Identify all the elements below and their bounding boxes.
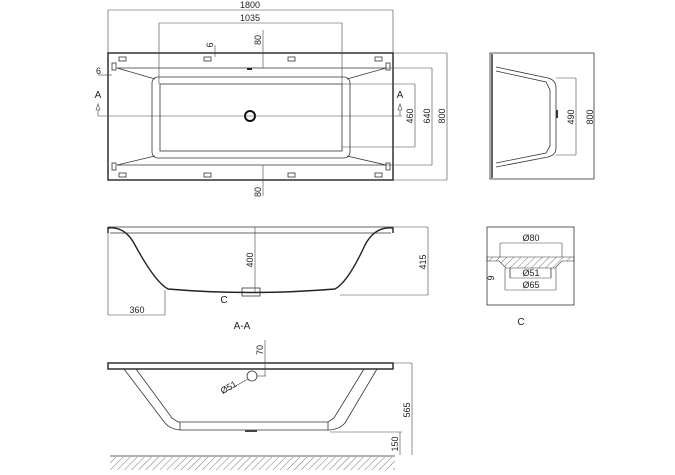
dim-640: 640 <box>422 108 432 123</box>
dim-150: 150 <box>390 436 400 451</box>
top-view: 1800 1035 80 80 6 6 A A 460 640 800 <box>95 0 448 197</box>
dim-80-bottom: 80 <box>253 187 263 197</box>
section-title: A-A <box>234 321 251 332</box>
dim-1035: 1035 <box>240 13 260 23</box>
dim-d80: Ø80 <box>522 233 539 243</box>
dim-800-side: 800 <box>585 109 595 124</box>
dim-6-top: 6 <box>205 42 215 47</box>
dim-6-left: 6 <box>96 66 101 76</box>
arrow-up-icon <box>397 103 403 116</box>
dim-1800: 1800 <box>240 0 260 10</box>
dim-9: 9 <box>486 275 496 280</box>
detail-c-title: C <box>517 317 524 328</box>
detail-c: Ø80 Ø51 Ø65 9 C <box>486 226 575 328</box>
dim-415: 415 <box>418 254 428 269</box>
arrow-up-icon <box>95 103 101 116</box>
dim-70: 70 <box>255 345 265 355</box>
dim-d51-overflow: Ø51 <box>219 379 239 396</box>
section-a-a: 400 415 360 C A-A <box>107 226 429 332</box>
section-marker-left: A <box>95 90 102 101</box>
dim-d65: Ø65 <box>522 280 539 290</box>
dim-80-top: 80 <box>253 35 263 45</box>
dim-565: 565 <box>402 402 412 417</box>
section-marker-right: A <box>397 90 404 101</box>
dim-460: 460 <box>405 108 415 123</box>
front-view: 70 Ø51 565 150 <box>107 340 413 470</box>
dim-800: 800 <box>437 108 447 123</box>
dim-400: 400 <box>245 252 255 267</box>
dim-360: 360 <box>129 305 144 315</box>
side-view: 490 800 <box>489 52 595 180</box>
dim-490: 490 <box>566 109 576 124</box>
floor-hatch <box>110 457 395 470</box>
dim-d51: Ø51 <box>522 268 539 278</box>
mounting-slots <box>111 56 391 178</box>
detail-c-marker: C <box>220 295 227 306</box>
